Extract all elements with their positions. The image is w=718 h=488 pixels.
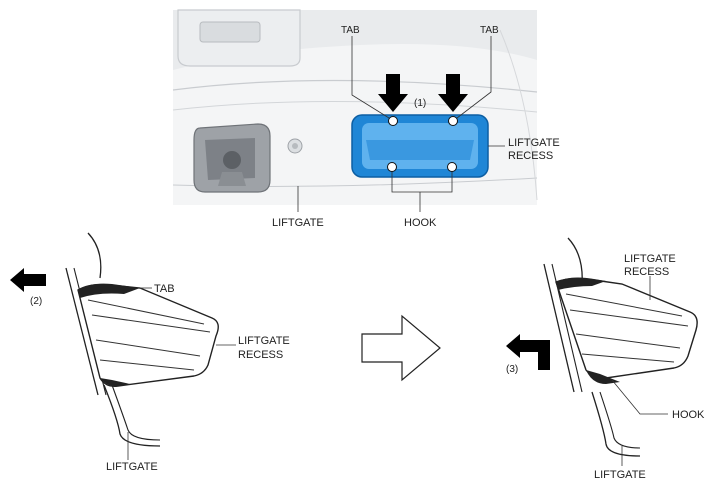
push-arrow-right	[438, 74, 468, 112]
step-3-label: (3)	[506, 364, 518, 375]
top-recess-label-line2: RECESS	[508, 150, 553, 162]
hook-point-left	[387, 162, 397, 172]
tab-point-left	[388, 116, 398, 126]
tab-point-right	[448, 116, 458, 126]
top-recess-label-line1: LIFTGATE	[508, 137, 560, 149]
pull-arrow-left	[10, 268, 46, 292]
step-2-label: (2)	[30, 296, 42, 307]
right-recess-label-line1: LIFTGATE	[624, 253, 676, 265]
tab-left-label: TAB	[341, 25, 360, 36]
left-tab-label: TAB	[154, 283, 175, 295]
top-view-illustration	[172, 9, 538, 212]
right-section-view	[506, 237, 698, 466]
upper-slot	[199, 21, 261, 43]
tab-right-label: TAB	[480, 25, 499, 36]
bolt-icon	[287, 138, 303, 154]
hook-clip	[586, 370, 620, 384]
hook-point-right	[447, 162, 457, 172]
top-liftgate-label: LIFTGATE	[272, 217, 324, 229]
left-liftgate-label: LIFTGATE	[106, 461, 158, 473]
step-1-label: (1)	[414, 98, 426, 109]
right-liftgate-label: LIFTGATE	[594, 469, 646, 481]
left-section-view	[10, 232, 236, 460]
next-step-arrow	[361, 314, 441, 382]
left-recess-label-line2: RECESS	[238, 349, 283, 361]
tab-clip	[78, 283, 140, 298]
lift-out-arrow	[506, 334, 550, 370]
push-arrow-left	[378, 74, 408, 112]
right-recess-label-line2: RECESS	[624, 266, 669, 278]
left-recess-label-line1: LIFTGATE	[238, 335, 290, 347]
top-hook-label: HOOK	[404, 217, 437, 229]
liftgate-recess-highlight	[351, 114, 489, 178]
latch-assembly	[193, 123, 271, 193]
right-hook-label: HOOK	[672, 409, 705, 421]
